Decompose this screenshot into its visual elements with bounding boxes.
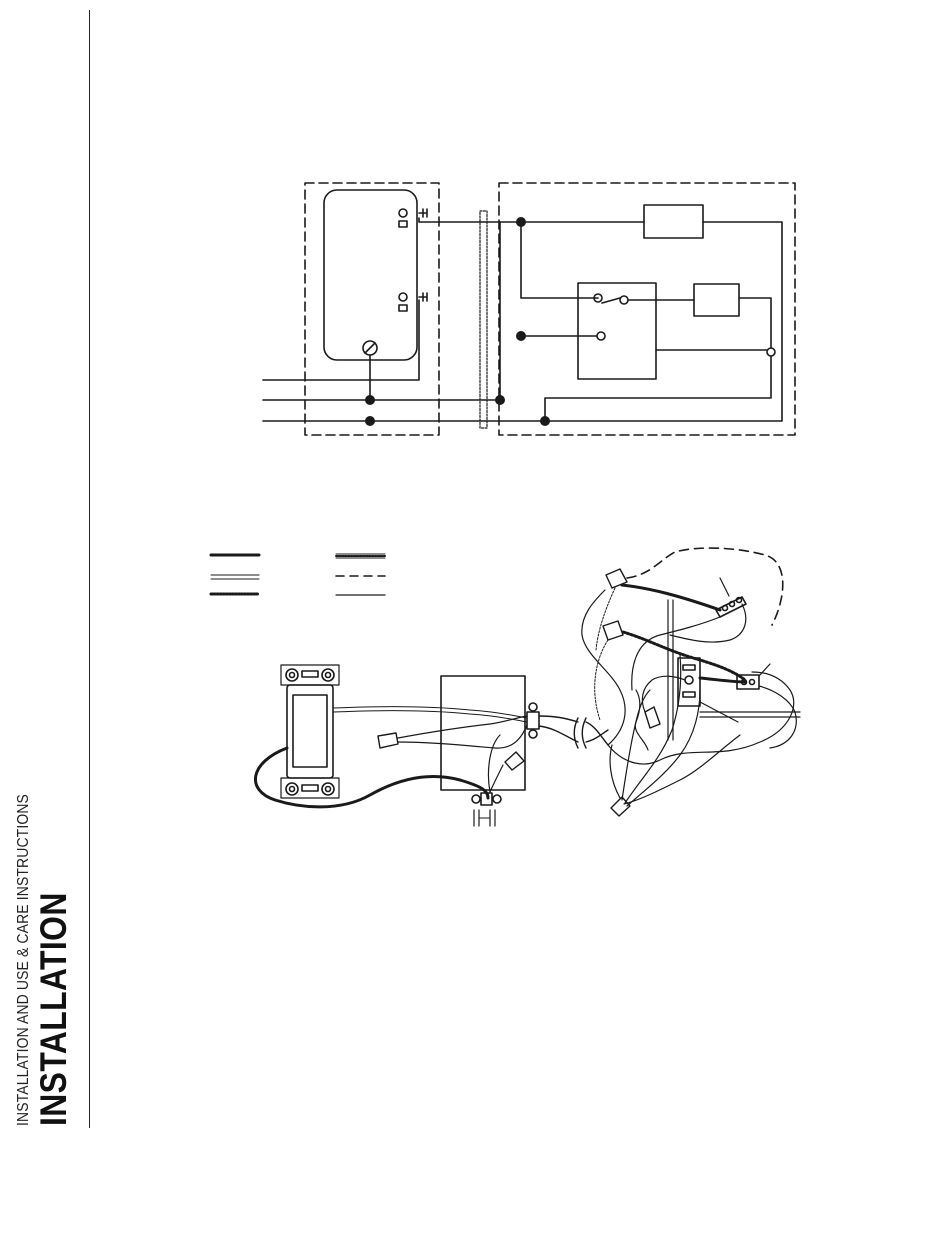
wire-type-legend [211,554,385,595]
frame-rail [668,600,673,740]
terminal-circle-mid [399,293,407,301]
cable-bar [480,211,487,428]
relay-contact-3 [597,332,605,340]
component-small [694,284,739,316]
terminal-lug-top [419,209,427,217]
wall-switch [281,665,339,798]
terminal-strip-top [716,597,746,617]
wire-nut-box [505,752,524,770]
schematic-wiring-diagram [263,183,795,435]
terminal-square-top [399,221,407,227]
leader-strip-top [720,578,729,596]
fixture-housing [582,590,625,745]
wire-nut-left [378,733,398,748]
terminal-lug-mid [419,293,427,301]
relay-contact-2 [620,296,628,304]
component-top [644,205,703,238]
wire-nut-2 [603,621,623,640]
pictorial-wiring-diagram [255,548,800,826]
wire-top-to-fixture [419,218,521,222]
legend-double [211,575,259,579]
wire-nut-mid [645,707,660,728]
wire-mid-to-line [263,300,419,380]
cable-clamp-right [527,703,539,738]
fixture-receptacle [678,658,700,706]
terminal-square-mid [399,305,407,311]
junction-open [767,348,775,356]
relay-arm [602,298,620,303]
terminal-circle-top [399,209,407,217]
junction-box [441,676,525,790]
wall-control [324,190,417,360]
